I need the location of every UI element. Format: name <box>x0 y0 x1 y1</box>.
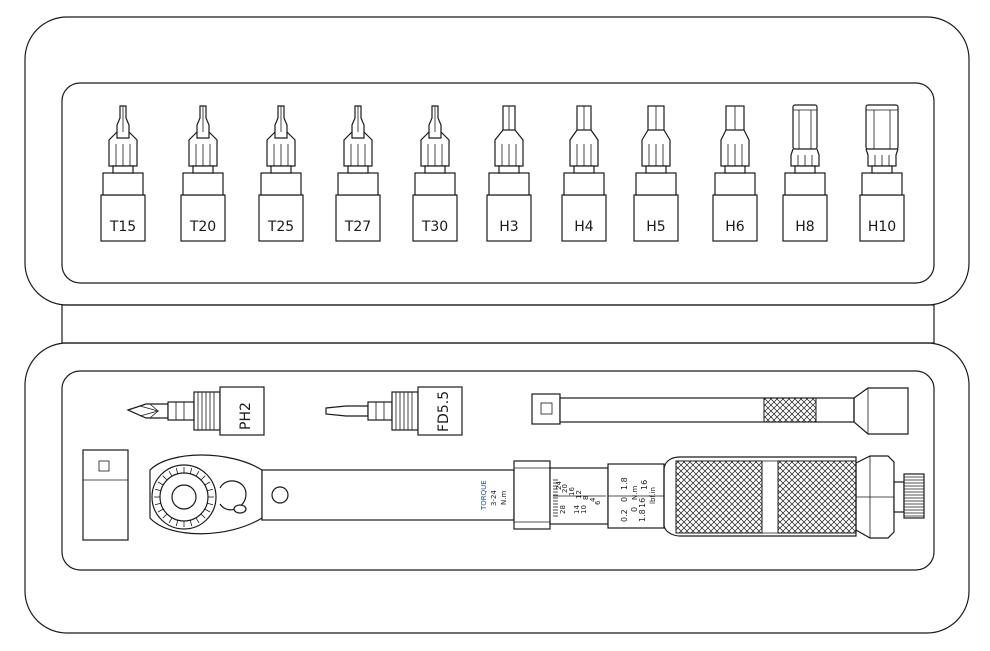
thimble-unit: N.m <box>631 486 639 500</box>
bit-h3[interactable]: H3 <box>486 105 532 242</box>
case-base <box>24 342 970 634</box>
ratchet-gear <box>154 467 214 527</box>
bit-h8[interactable]: H8 <box>782 104 828 242</box>
thimble-mid1: 0 <box>620 497 629 502</box>
bit-label: H6 <box>725 219 745 235</box>
scale-label-20: 20 <box>561 484 569 493</box>
bit-label: H5 <box>646 219 665 235</box>
bit-h5[interactable]: H5 <box>633 105 679 242</box>
wrench-brand-line3: N.m <box>500 491 508 505</box>
wrench-brand-line2: 3-24 <box>490 490 498 506</box>
wrench-brand-line1: TORQUE <box>480 480 488 511</box>
torque-scale <box>553 479 606 517</box>
scale-label-10: 10 <box>580 505 588 514</box>
thimble-bot3: 0 <box>630 507 639 512</box>
bit-label: T15 <box>109 219 136 235</box>
scale-label-14: 14 <box>573 505 581 514</box>
flat-bit-label: FD5.5 <box>436 391 452 432</box>
scale-label-28: 28 <box>559 505 567 514</box>
scale-label-4: 4 <box>589 497 597 502</box>
bit-label: T30 <box>421 219 448 235</box>
thimble-bot2: 1.8 <box>638 509 647 522</box>
bit-h6[interactable]: H6 <box>712 105 758 242</box>
bit-label: T20 <box>189 219 216 235</box>
bit-t27[interactable]: T27 <box>335 105 381 242</box>
bit-h4[interactable]: H4 <box>561 105 607 242</box>
case-hinge <box>61 304 935 344</box>
thimble-top: 1.8 <box>620 477 629 490</box>
extension-bar[interactable] <box>531 387 909 435</box>
bit-label: H8 <box>795 219 814 235</box>
bit-tray <box>61 82 935 284</box>
tool-tray <box>61 370 935 571</box>
phillips-bit-label: PH2 <box>238 402 254 430</box>
bit-t30[interactable]: T30 <box>412 105 458 242</box>
torque-wrench[interactable]: TORQUE 3-24 N.m 24 20 16 12 8 4 6 28 14 … <box>149 454 925 539</box>
bit-label: T25 <box>267 219 294 235</box>
bit-label: H3 <box>499 219 518 235</box>
bit-t25[interactable]: T25 <box>258 105 304 242</box>
bit-label: T27 <box>344 219 371 235</box>
thimble-unit2: lbf.in <box>649 487 657 504</box>
scale-label-16: 16 <box>568 487 576 496</box>
bit-t20[interactable]: T20 <box>180 105 226 242</box>
scale-label-24: 24 <box>555 481 563 490</box>
hex-adapter[interactable] <box>82 449 129 541</box>
scale-label-8: 8 <box>582 496 590 500</box>
thimble-mid2: 16 <box>640 480 649 490</box>
bit-label: H4 <box>574 219 594 235</box>
flat-bit[interactable]: FD5.5 <box>325 386 463 436</box>
case-lid <box>24 16 970 306</box>
bit-t15[interactable]: T15 <box>100 105 146 242</box>
scale-label-12: 12 <box>575 490 583 499</box>
phillips-bit[interactable]: PH2 <box>126 386 265 436</box>
thimble-bot4: 16 <box>638 498 647 508</box>
bit-row: T15 T20 T25 T27 T30 H3 H4 H5 H6 H8 H10 <box>100 104 905 242</box>
bit-h10[interactable]: H10 <box>859 104 905 242</box>
scale-label-6: 6 <box>594 500 602 505</box>
adjust-knob <box>904 476 924 517</box>
thimble-bot1: 0.2 <box>620 509 629 522</box>
bit-label: H10 <box>868 219 896 235</box>
